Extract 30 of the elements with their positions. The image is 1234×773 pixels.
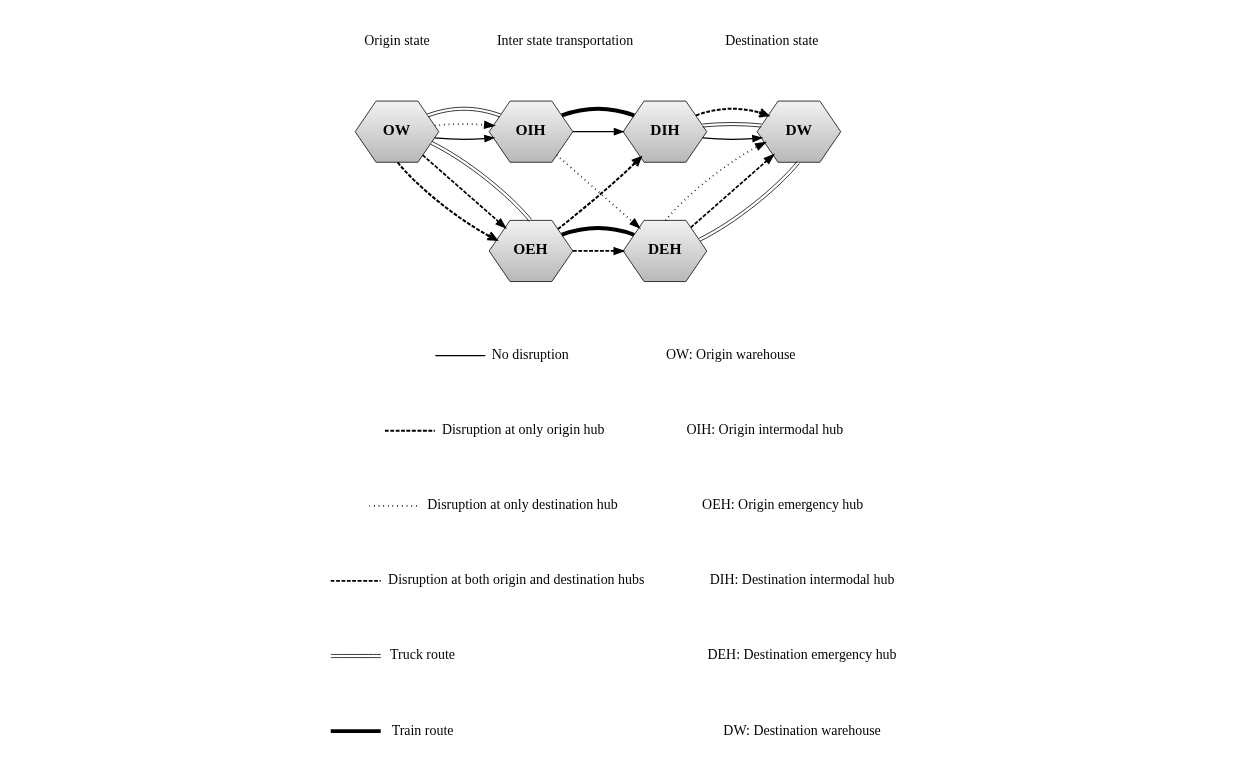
connector bbox=[561, 226, 635, 237]
arrow bbox=[695, 107, 770, 118]
label: OEH: Origin emergency hub bbox=[702, 497, 864, 513]
legend-label: No disruption bbox=[491, 346, 569, 362]
connector bbox=[698, 161, 800, 242]
label: DEH: Destination emergency hub bbox=[707, 647, 897, 663]
legend-label: Disruption at only origin hub bbox=[441, 422, 605, 438]
connector bbox=[426, 106, 502, 118]
arrow bbox=[664, 141, 767, 222]
label: Destination state bbox=[725, 33, 819, 49]
connector bbox=[702, 122, 762, 128]
label: Origin state bbox=[364, 33, 430, 49]
arrow bbox=[421, 154, 507, 230]
label: OW: Origin warehouse bbox=[666, 346, 796, 362]
connector bbox=[430, 141, 532, 222]
label: Inter state transportation bbox=[496, 33, 634, 49]
label: DIH: Destination intermodal hub bbox=[709, 572, 895, 588]
arrow bbox=[434, 134, 496, 143]
connector bbox=[561, 106, 635, 118]
legend-label: Train route bbox=[391, 722, 454, 738]
label: DW: Destination warehouse bbox=[723, 722, 881, 738]
label: OIH: Origin intermodal hub bbox=[686, 422, 844, 438]
legend-label: Disruption at only destination hub bbox=[427, 497, 618, 513]
arrow bbox=[702, 134, 764, 143]
legend-label: Disruption at both origin and destination hubs bbox=[388, 572, 645, 588]
arrow bbox=[396, 161, 498, 241]
arrow bbox=[572, 246, 626, 256]
legend-label: Truck route bbox=[390, 647, 455, 663]
arrow bbox=[572, 127, 625, 136]
arrow bbox=[690, 153, 776, 229]
